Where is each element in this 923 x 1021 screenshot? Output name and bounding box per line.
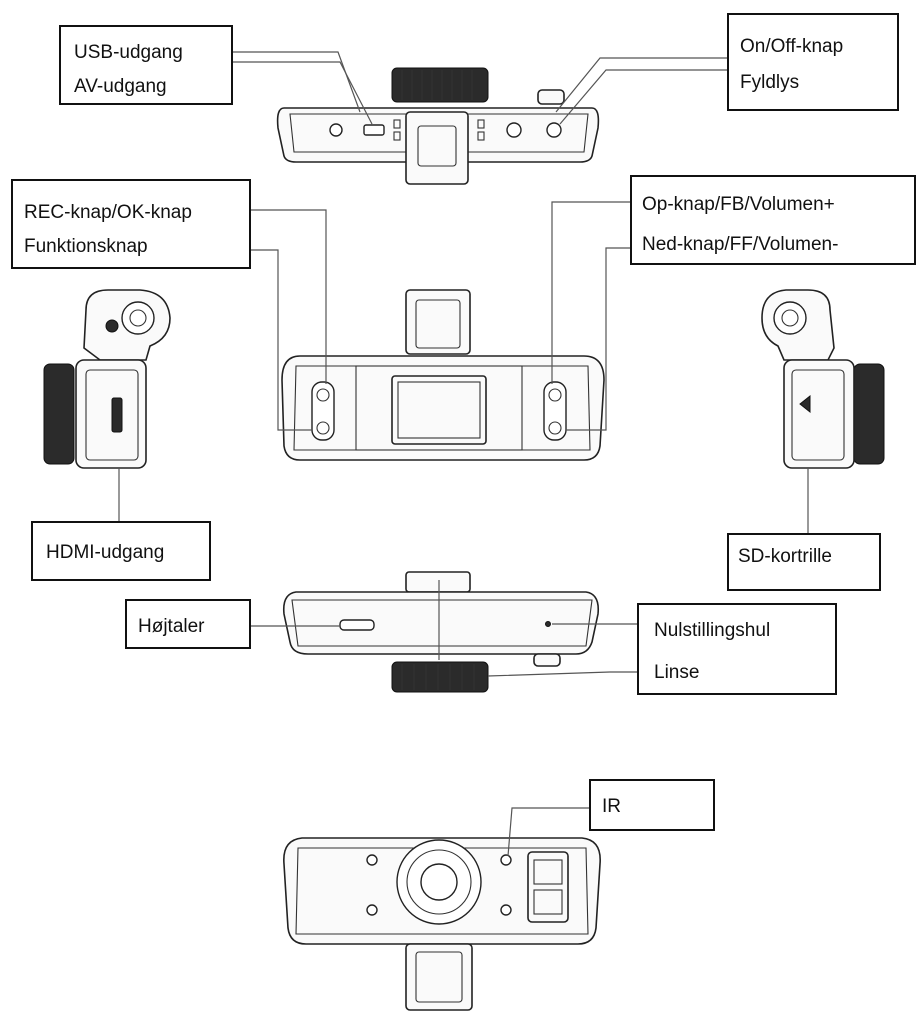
label-box-up-down: Op-knap/FB/Volumen+ Ned-knap/FF/Volumen- <box>630 175 916 265</box>
label-down-button: Ned-knap/FF/Volumen- <box>642 234 838 255</box>
camera-screen-view <box>281 289 605 461</box>
camera-top-view <box>276 67 600 185</box>
leader-lines <box>118 51 809 857</box>
label-box-speaker: Højtaler <box>125 599 251 649</box>
label-on-off-button: On/Off-knap <box>740 36 843 57</box>
label-box-reset-lens: Nulstillingshul Linse <box>637 603 837 695</box>
label-up-button: Op-knap/FB/Volumen+ <box>642 194 835 215</box>
camera-bottom-view <box>282 571 600 693</box>
label-box-hdmi: HDMI-udgang <box>31 521 211 581</box>
label-box-sd: SD-kortrille <box>727 533 881 591</box>
label-usb-output: USB-udgang <box>74 42 183 63</box>
camera-left-side-view <box>43 289 171 469</box>
label-box-ir: IR <box>589 779 715 831</box>
label-box-rec-func: REC-knap/OK-knap Funktionsknap <box>11 179 251 269</box>
label-reset-hole: Nulstillingshul <box>654 620 770 641</box>
label-ir: IR <box>602 796 621 817</box>
label-av-output: AV-udgang <box>74 76 167 97</box>
label-lens: Linse <box>654 662 699 683</box>
label-fill-light: Fyldlys <box>740 72 799 93</box>
label-sd-card-slot: SD-kortrille <box>738 546 832 567</box>
camera-lens-view <box>283 837 601 1011</box>
label-rec-ok-button: REC-knap/OK-knap <box>24 202 192 223</box>
label-hdmi-output: HDMI-udgang <box>46 542 164 563</box>
label-speaker: Højtaler <box>138 616 205 637</box>
label-function-button: Funktionsknap <box>24 236 148 257</box>
label-box-power-fill: On/Off-knap Fyldlys <box>727 13 899 111</box>
label-box-usb-av: USB-udgang AV-udgang <box>59 25 233 105</box>
camera-right-side-view <box>761 289 885 469</box>
